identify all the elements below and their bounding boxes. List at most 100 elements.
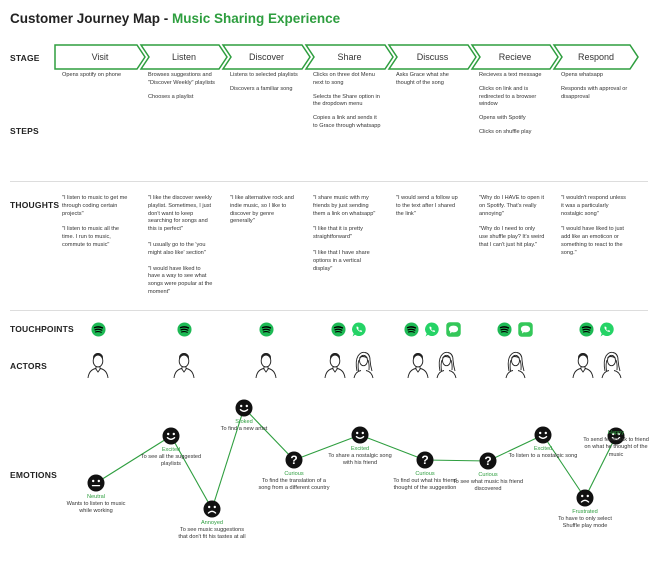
female-avatar-icon — [505, 351, 526, 379]
touchpoint-group — [230, 318, 302, 340]
whatsapp-icon — [600, 322, 614, 336]
emotion-desc: To see music suggestions that don't fit … — [178, 527, 246, 541]
male-avatar-icon — [572, 353, 594, 379]
steps-column: Opens spotify on phone — [62, 72, 130, 86]
female-avatar-icon — [436, 351, 457, 379]
svg-text:?: ? — [484, 454, 491, 468]
female-avatar-icon — [601, 351, 622, 379]
stage-label: Recieve — [498, 52, 532, 62]
thought-item: "I wouldn't respond unless it was a part… — [561, 195, 626, 217]
steps-column: Browses suggestions and "Discover Weekly… — [148, 72, 216, 107]
sad-face-icon — [203, 500, 221, 523]
title-main: Customer Journey Map - — [10, 11, 173, 26]
female-avatar-icon — [353, 351, 374, 379]
actor-group — [230, 347, 302, 381]
step-item: Opens spotify on phone — [62, 72, 122, 78]
thought-item: "I would have liked to have a way to see… — [148, 265, 213, 295]
thought-item: "I like that I have share options in a v… — [313, 249, 370, 272]
spotify-icon — [403, 321, 419, 337]
stage-share: Share — [304, 44, 394, 70]
stage-recieve: Recieve — [470, 44, 559, 70]
divider-steps — [10, 181, 648, 182]
curious-face-icon: ? — [285, 451, 303, 474]
touchpoint-group — [148, 318, 220, 340]
thought-item: "Why do I HAVE to open it on Spotify. Th… — [479, 195, 544, 217]
stage-visit: Visit — [54, 44, 146, 70]
thought-item: "I like alternative rock and indie music… — [230, 195, 294, 225]
male-avatar-icon — [407, 353, 429, 379]
row-label-thoughts: THOUGHTS — [10, 200, 60, 210]
thoughts-column: "I share music with my friends by just s… — [313, 195, 379, 281]
steps-column: Asks Grace what she thought of the song — [396, 72, 464, 94]
emotion-state: Frustrated — [572, 509, 598, 515]
thoughts-column: "I would send a follow up to the text af… — [396, 195, 462, 226]
touchpoint-group — [313, 318, 385, 340]
spotify-icon — [579, 321, 594, 337]
actor-group — [313, 347, 385, 381]
curious-face-icon: ? — [479, 452, 497, 475]
stage-listen: Listen — [139, 44, 228, 70]
neutral-face-icon — [87, 474, 105, 497]
thought-item: "I like that it is pretty straightforwar… — [313, 226, 363, 241]
male-avatar-icon — [173, 353, 195, 379]
thought-item: "Why do I need to only use shuffle play?… — [479, 226, 545, 248]
smile-face-icon — [162, 427, 180, 450]
sad-face-icon — [576, 489, 594, 512]
smile-face-icon — [534, 426, 552, 449]
emotion-desc: To have to only select Shuffle play mode — [558, 516, 612, 530]
touchpoint-group — [479, 318, 551, 340]
curious-face-icon: ? — [416, 451, 434, 474]
actor-group — [62, 347, 134, 381]
step-item: Responds with approval or disapproval — [561, 85, 628, 100]
row-label-steps: STEPS — [10, 126, 39, 136]
step-item: Opens with Spotify — [479, 115, 526, 122]
emotion-desc: To share a nostalgic song with his frien… — [328, 453, 392, 467]
thought-item: "I would send a follow up to the text af… — [396, 195, 458, 217]
thoughts-column: "I listen to music to get me through cod… — [62, 195, 128, 258]
emotion-state: Neutral — [86, 494, 106, 500]
stage-label: Discuss — [416, 52, 449, 62]
title-accent: Music Sharing Experience — [172, 11, 341, 26]
touchpoint-group — [561, 318, 633, 340]
thought-item: "I usually go to the 'you might also lik… — [148, 241, 206, 256]
spotify-icon — [176, 321, 192, 337]
emotion-desc: To find out what his friend thought of t… — [393, 478, 457, 492]
thoughts-column: "Why do I HAVE to open it on Spotify. Th… — [479, 195, 545, 258]
stage-label: Listen — [171, 52, 197, 62]
thought-item: "I like the discover weekly playlist. So… — [148, 195, 212, 233]
stage-respond: Respond — [552, 44, 639, 70]
step-item: Asks Grace what she thought of the song — [396, 72, 449, 86]
svg-text:?: ? — [290, 453, 297, 467]
emotion-state: Curious — [415, 471, 435, 477]
stage-label: Respond — [577, 52, 615, 62]
spotify-icon — [90, 321, 106, 337]
thought-item: "I listen to music to get me through cod… — [62, 195, 128, 217]
emotion-state: Excited — [350, 446, 370, 452]
step-item: Opens whatsapp — [561, 72, 603, 78]
emotion-desc: To listen to a nostalgic song — [508, 453, 578, 460]
step-item: Selects the Share option in the dropdown… — [313, 93, 380, 108]
touchpoint-group — [396, 318, 468, 340]
step-item: Recieves a text message — [479, 72, 542, 78]
spotify-icon — [331, 321, 346, 337]
emotion-state: Annoyed — [200, 520, 224, 526]
emotion-state: Excited — [533, 446, 553, 452]
actor-group — [561, 347, 633, 381]
emotion-state: Curious — [284, 471, 304, 477]
row-label-actors: ACTORS — [10, 361, 47, 371]
stage-label: Visit — [91, 52, 109, 62]
row-label-stage: STAGE — [10, 53, 40, 63]
whatsapp-icon — [352, 322, 366, 336]
actor-group — [396, 347, 468, 381]
step-item: Clicks on shuffle play — [479, 128, 532, 135]
